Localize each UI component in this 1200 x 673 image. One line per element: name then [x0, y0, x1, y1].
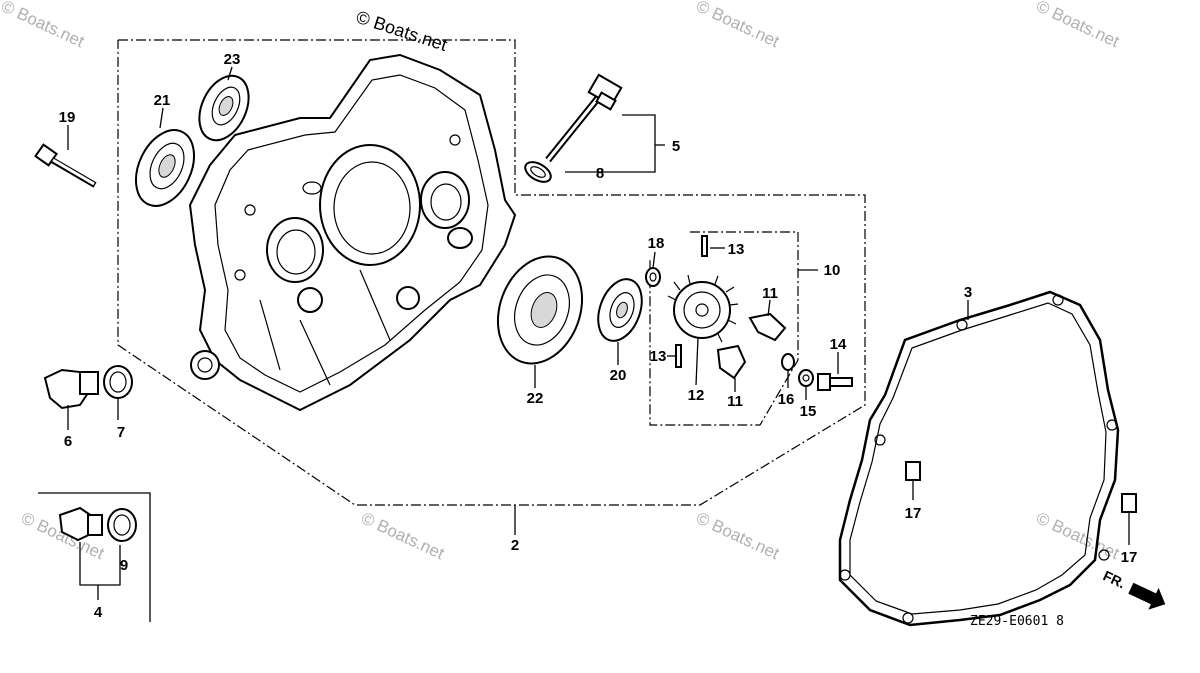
callout-2: 2	[511, 537, 519, 554]
inset-frame	[38, 492, 151, 622]
callout-13-upper: 13	[728, 241, 745, 258]
watermark-top-left: © Boats.net	[0, 0, 87, 51]
washer-18	[645, 267, 661, 287]
washer-16	[781, 353, 795, 371]
callout-17-left: 17	[905, 505, 922, 522]
bearing-23	[198, 74, 250, 142]
leader-5	[565, 114, 656, 173]
callout-3: 3	[964, 284, 972, 301]
watermark-bottom-center-right: © Boats.net	[693, 508, 782, 563]
o-ring-8	[524, 161, 552, 183]
washer-7	[103, 365, 133, 399]
watermark-bottom-center-left: © Boats.net	[358, 508, 447, 563]
callout-14: 14	[830, 336, 847, 353]
governor-gear-12	[667, 274, 739, 343]
holder-11-lower	[716, 344, 747, 380]
callout-5: 5	[672, 138, 680, 155]
callout-20: 20	[610, 367, 627, 384]
dowel-pin-17-left	[905, 461, 921, 481]
callout-11-lower: 11	[727, 393, 743, 410]
callout-6: 6	[64, 433, 72, 450]
bolt-19	[34, 143, 97, 188]
watermark-top-right: © Boats.net	[1033, 0, 1122, 51]
callout-11-upper: 11	[762, 285, 778, 302]
bolt-14	[817, 373, 853, 391]
bearing-22	[496, 255, 584, 365]
pin-13-upper	[701, 235, 708, 257]
watermark-main: © Boats.net	[354, 7, 450, 55]
oil-filler-cap-4	[58, 506, 103, 542]
callout-22: 22	[527, 390, 544, 407]
washer-15	[798, 369, 814, 387]
callout-16: 16	[778, 391, 795, 408]
gasket-3	[838, 290, 1120, 627]
callout-9: 9	[120, 557, 128, 574]
crankcase-cover	[188, 53, 517, 412]
callout-13-lower: 13	[650, 348, 667, 365]
bearing-21	[134, 129, 196, 207]
callout-21: 21	[154, 92, 171, 109]
callout-18: 18	[648, 235, 665, 252]
leader-4	[79, 542, 121, 586]
o-ring-9	[107, 508, 137, 542]
oil-level-gauge-5	[545, 73, 623, 163]
bearing-20	[597, 278, 643, 342]
callout-19: 19	[59, 109, 76, 126]
callout-23: 23	[224, 51, 241, 68]
callout-7: 7	[117, 424, 125, 441]
watermark-top-center: © Boats.net	[693, 0, 782, 51]
callout-10: 10	[824, 262, 841, 279]
leader-lines	[67, 66, 1130, 545]
callout-4: 4	[94, 604, 103, 621]
holder-11-upper	[748, 312, 787, 342]
governor-assembly-10-outline	[649, 231, 799, 426]
assembly-2-outline	[117, 39, 866, 506]
callout-15: 15	[800, 403, 817, 420]
front-marker: FR.	[1101, 567, 1166, 610]
pin-13-lower	[675, 344, 682, 368]
callout-8: 8	[596, 165, 604, 182]
diagram-code: ZE29-E0601 8	[970, 614, 1064, 629]
callouts: 23 21 19 5 8 18 13 10 11 3 14 13 20 12 2…	[59, 51, 1138, 621]
drain-plug-6	[43, 368, 99, 410]
dowel-pin-17-right	[1121, 493, 1137, 513]
front-arrow-icon	[1128, 582, 1166, 610]
callout-12: 12	[688, 387, 705, 404]
front-label: FR.	[1101, 567, 1128, 591]
callout-17-right: 17	[1121, 549, 1138, 566]
